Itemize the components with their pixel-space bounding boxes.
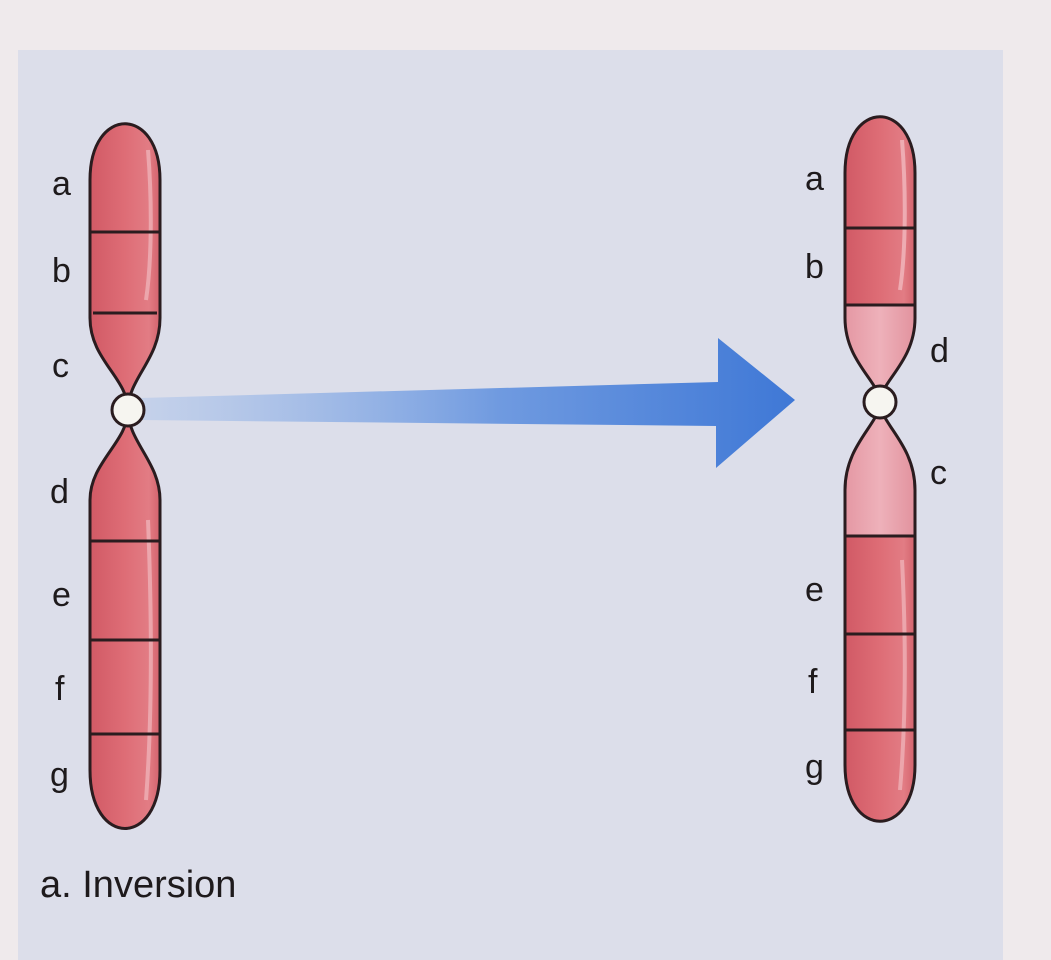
figure-caption: a. Inversion: [40, 864, 236, 906]
gene-label-e: e: [52, 576, 71, 614]
gene-label-b: b: [52, 252, 71, 290]
original-chromosome: [85, 95, 165, 855]
centromere: [112, 394, 144, 426]
gene-label-c: c: [52, 347, 69, 385]
gene-label-f: f: [55, 670, 65, 708]
gene-label-c: c: [930, 454, 947, 492]
centromere: [864, 386, 896, 418]
gene-label-d: d: [930, 332, 949, 370]
gene-label-g: g: [50, 756, 69, 794]
gene-label-g: g: [805, 748, 824, 786]
gene-label-e: e: [805, 571, 824, 609]
gene-label-a: a: [805, 160, 824, 198]
gene-label-f: f: [808, 663, 818, 701]
gene-label-d: d: [50, 473, 69, 511]
inverted-chromosome: [840, 90, 920, 855]
gene-label-a: a: [52, 165, 71, 203]
gene-label-b: b: [805, 248, 824, 286]
